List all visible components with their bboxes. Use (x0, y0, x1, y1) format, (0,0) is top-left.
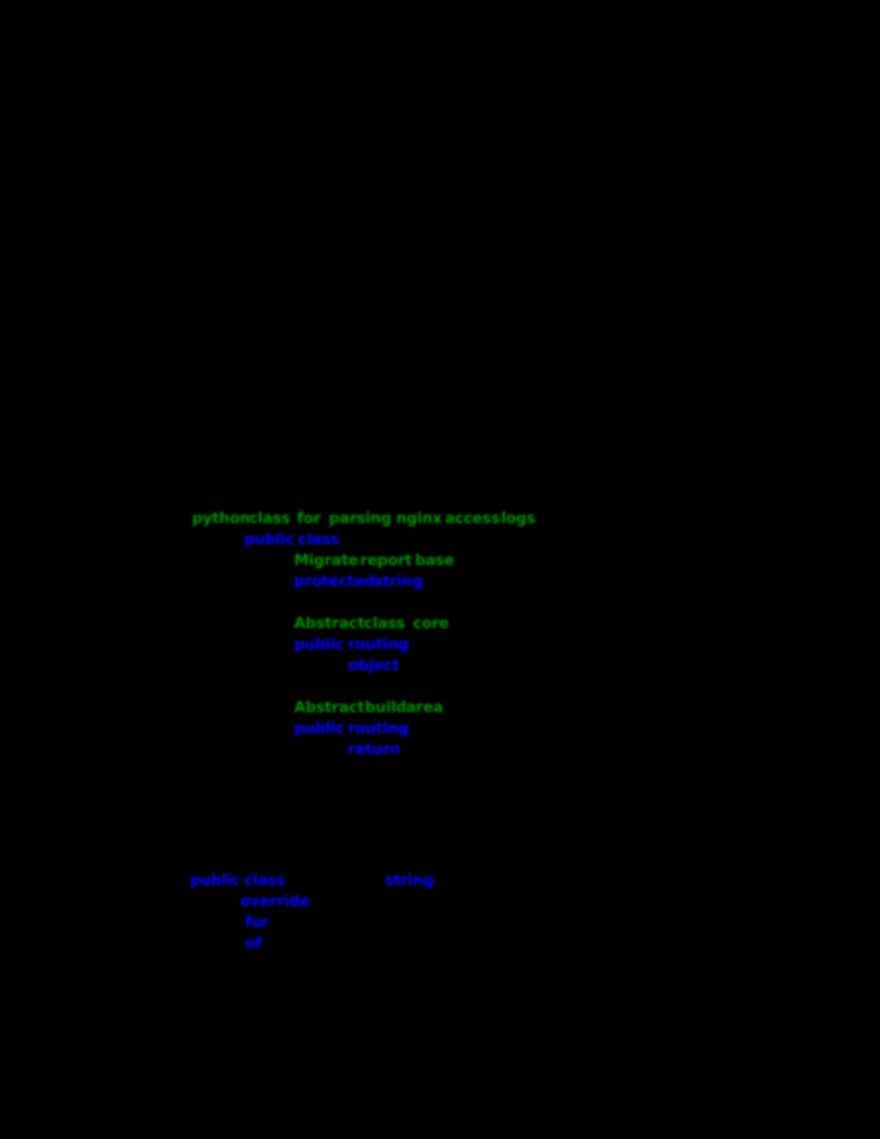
code-token-identifier: public (244, 530, 295, 548)
code-token-keyword: area (406, 698, 444, 716)
code-token-identifier: of (245, 934, 262, 952)
code-token-identifier: object (348, 656, 400, 674)
code-token-identifier: override (240, 892, 310, 910)
code-token-keyword: Abstract (294, 614, 365, 632)
code-token-identifier: protected (294, 572, 375, 590)
code-token-keyword: for (297, 509, 321, 527)
code-token-identifier: routing (348, 635, 409, 653)
code-token-keyword: core (413, 614, 449, 632)
code-token-keyword: build (365, 698, 407, 716)
code-token-keyword: logs (501, 509, 536, 527)
code-token-keyword: parsing (329, 509, 392, 527)
code-token-identifier: class (298, 530, 340, 548)
code-token-identifier: public (294, 719, 345, 737)
code-token-identifier: public (294, 635, 345, 653)
code-token-identifier: return (348, 740, 401, 758)
code-token-identifier: public (190, 871, 241, 889)
code-token-keyword: Migrate (294, 551, 359, 569)
code-token-identifier: string (385, 871, 434, 889)
code-token-identifier: routing (348, 719, 409, 737)
code-token-identifier: string (374, 572, 423, 590)
code-token-keyword: access (445, 509, 500, 527)
code-token-keyword: Abstract (294, 698, 365, 716)
code-token-identifier: for (245, 913, 269, 931)
code-token-identifier: class (244, 871, 286, 889)
code-token-keyword: class (364, 614, 406, 632)
code-token-keyword: class (249, 509, 291, 527)
code-token-keyword: base (415, 551, 455, 569)
code-token-keyword: python (192, 509, 251, 527)
code-token-keyword: nginx (396, 509, 442, 527)
code-token-keyword: report (360, 551, 412, 569)
